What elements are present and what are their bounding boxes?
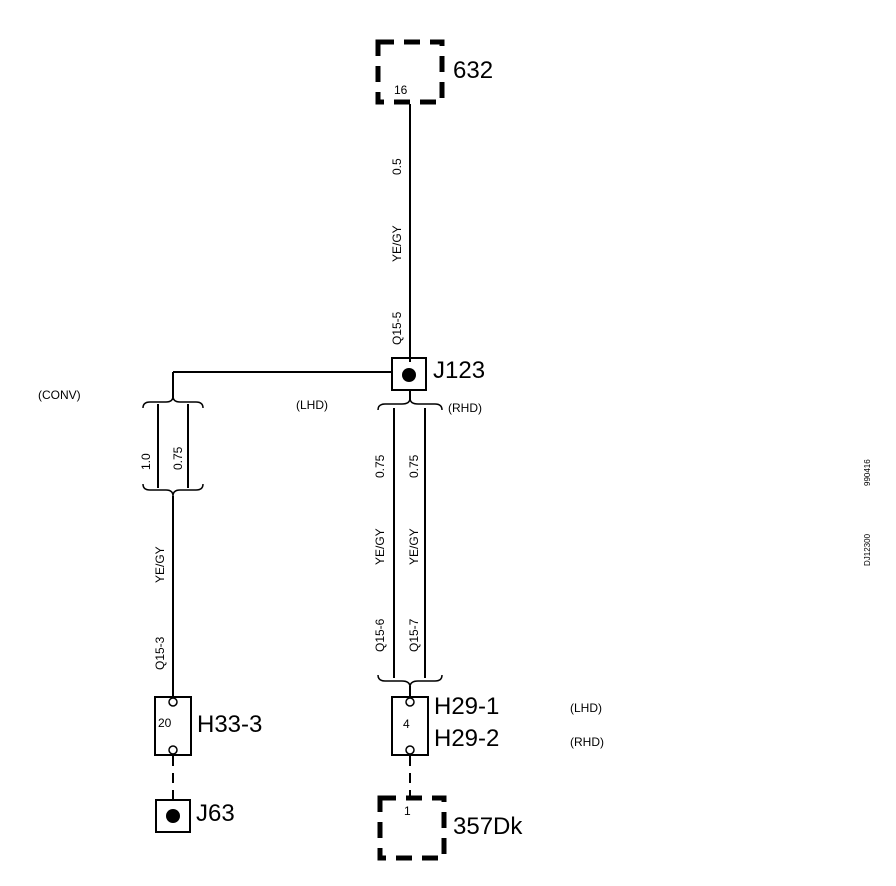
wire-top-size: 0.5	[390, 158, 404, 175]
wire-rhd-size: 0.75	[407, 454, 421, 478]
connector-632-pin: 16	[394, 83, 408, 97]
wire-rhd-color: YE/GY	[407, 528, 421, 565]
wire-rhd-variant: (RHD)	[448, 401, 482, 415]
wire-top: 0.5 YE/GY Q15-5	[390, 104, 411, 362]
connector-h29-label-1: H29-1	[434, 693, 499, 720]
splice-j123-label: J123	[433, 357, 485, 384]
connector-h33-3-label: H33-3	[197, 711, 262, 738]
wire-top-circuit: Q15-5	[390, 311, 404, 345]
wire-lhd-size: 0.75	[373, 454, 387, 478]
margin-code-1: 990416	[863, 459, 872, 486]
wire-left-color: YE/GY	[153, 546, 167, 583]
connector-h29-pin: 4	[403, 717, 410, 731]
connector-632-label: 632	[453, 57, 493, 84]
connector-h29-note-2: (RHD)	[570, 735, 604, 749]
margin-code-2: DJ12300	[863, 533, 872, 566]
connector-357dk-pin: 1	[404, 804, 411, 818]
connector-h33-3-pin: 20	[158, 716, 172, 730]
wire-lhd-variant: (LHD)	[296, 398, 328, 412]
wire-left-size-b: 0.75	[171, 446, 185, 470]
connector-357dk: 1 357Dk	[377, 795, 523, 861]
splice-j123: J123	[391, 357, 485, 391]
connector-632: 16 632	[375, 39, 493, 105]
connector-h29-label-2: H29-2	[434, 725, 499, 752]
connector-h33-3: 20 H33-3	[154, 696, 262, 756]
wire-left-variant: (CONV)	[38, 388, 81, 402]
wire-rhd-circuit: Q15-7	[407, 618, 421, 652]
wire-left-group: (CONV) 1.0 0.75 YE/GY Q15-3	[38, 388, 204, 698]
connector-h29-note-1: (LHD)	[570, 701, 602, 715]
wire-lhd-color: YE/GY	[373, 528, 387, 565]
wire-right-group: (LHD) (RHD) 0.75 YE/GY Q15-6 0.75 YE/GY …	[296, 390, 482, 698]
connector-357dk-label: 357Dk	[453, 813, 523, 840]
wire-left-circuit: Q15-3	[153, 636, 167, 670]
wire-left-size-a: 1.0	[139, 453, 153, 470]
connector-h29: 4 H29-1 H29-2 (LHD) (RHD)	[391, 693, 604, 756]
ground-j63-label: J63	[196, 800, 235, 827]
wire-top-color: YE/GY	[390, 225, 404, 262]
wire-lhd-circuit: Q15-6	[373, 618, 387, 652]
ground-j63: J63	[155, 799, 235, 833]
